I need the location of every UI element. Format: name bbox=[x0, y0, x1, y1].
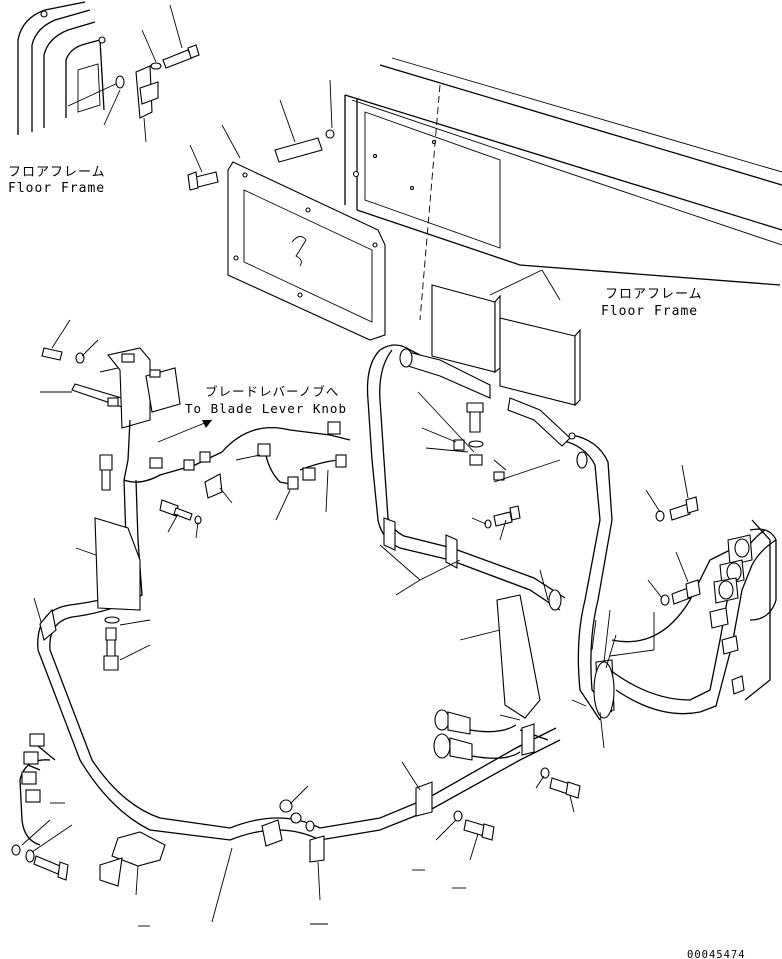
floor-frame-right bbox=[344, 57, 782, 321]
leader-lines-mid-bottom bbox=[289, 761, 466, 889]
connector-blocks bbox=[431, 269, 581, 407]
bolts-middle bbox=[99, 454, 202, 671]
leader-lines-bottom-right bbox=[435, 775, 575, 861]
blade-knob-jp: ブレードレバーノブへ bbox=[205, 384, 339, 399]
floor-frame-right-en: Floor Frame bbox=[601, 304, 698, 319]
leader-lines-mid-left bbox=[40, 319, 119, 393]
bolts-right bbox=[655, 496, 701, 606]
bolts-right-middle bbox=[399, 348, 588, 529]
control-wires bbox=[123, 419, 351, 499]
floor-frame-left-en: Floor Frame bbox=[8, 181, 105, 196]
drawing-number: 00045474 bbox=[687, 949, 746, 959]
harness-clamps bbox=[39, 517, 615, 887]
floor-frame-cover-left bbox=[17, 1, 121, 135]
connectors-left-bottom bbox=[11, 733, 69, 881]
connectors-right bbox=[709, 519, 777, 701]
main-harness bbox=[37, 344, 777, 841]
blade-knob-en: To Blade Lever Knob bbox=[185, 401, 347, 416]
bracket-mid-left bbox=[41, 347, 181, 429]
leader-lines-top-left bbox=[103, 4, 183, 143]
connectors-mid-bottom bbox=[261, 709, 473, 847]
leader-lines-bolts-mid bbox=[33, 513, 199, 661]
blade-knob-arrow bbox=[157, 419, 213, 443]
floor-frame-left-jp: フロアフレーム bbox=[8, 165, 106, 180]
bolts-bottom-right bbox=[453, 767, 581, 841]
leader-lines-cover bbox=[189, 79, 333, 173]
bracket-small bbox=[115, 44, 200, 119]
cover-plate bbox=[187, 129, 386, 341]
floor-frame-right-jp: フロアフレーム bbox=[605, 287, 703, 302]
leader-lines-right-middle bbox=[379, 391, 561, 596]
leader-lines-bottom-left bbox=[21, 819, 328, 927]
leader-lines-wires bbox=[219, 454, 329, 521]
leader-lines-right bbox=[459, 464, 689, 749]
